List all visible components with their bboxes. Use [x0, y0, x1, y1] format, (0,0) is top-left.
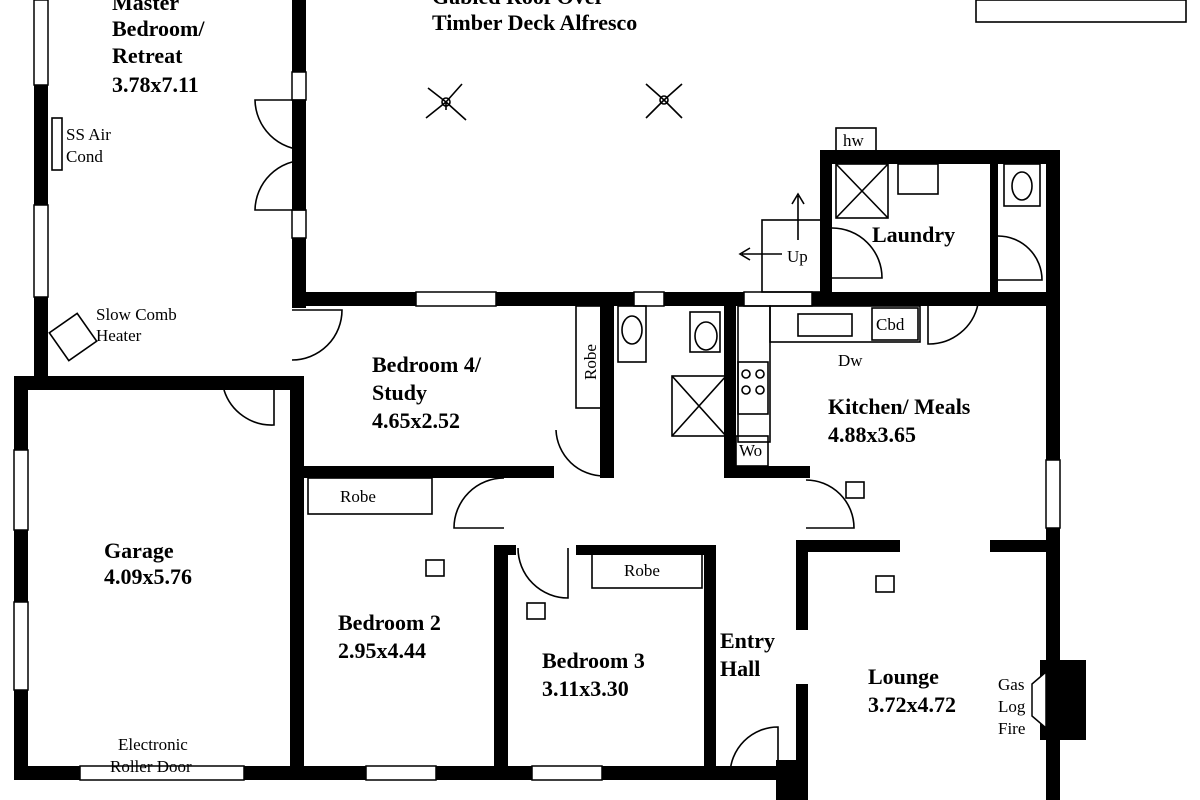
hw-label: hw: [843, 131, 865, 150]
ensuite-shower-icon: [671, 375, 727, 437]
kitchen-size: 4.88x3.65: [828, 422, 916, 447]
gas-fire-label-2: Log: [998, 697, 1026, 716]
robe-bed2-label: Robe: [340, 487, 376, 506]
ceiling-fan-icon: [645, 83, 683, 119]
ceiling-fan-icon: [425, 83, 467, 121]
doors: [223, 99, 1043, 776]
entry-name-2: Hall: [720, 656, 760, 681]
laundry-name: Laundry: [872, 222, 955, 247]
fixture-labels: SS Air Cond Slow Comb Heater Robe Robe R…: [66, 125, 1026, 776]
robe-bed3: [591, 551, 703, 589]
toilet-icon: [1003, 163, 1041, 207]
fixtures: [48, 0, 1187, 740]
lounge-name: Lounge: [868, 664, 939, 689]
ss-air-label-2: Cond: [66, 147, 103, 166]
heater-label-2: Heater: [96, 326, 142, 345]
alfresco-name-1: Gabled Roof Over: [432, 0, 605, 9]
entry-name-1: Entry: [720, 628, 775, 653]
master-name-3: Retreat: [112, 43, 183, 68]
robe-bed3-label: Robe: [624, 561, 660, 580]
ss-air-label-1: SS Air: [66, 125, 111, 144]
garage-size: 4.09x5.76: [104, 564, 192, 589]
cbd-label: Cbd: [876, 315, 905, 334]
dw-label: Dw: [838, 351, 863, 370]
up-label: Up: [787, 247, 808, 266]
bedroom3-size: 3.11x3.30: [542, 676, 629, 701]
bedroom2-name: Bedroom 2: [338, 610, 441, 635]
bedroom3-name: Bedroom 3: [542, 648, 645, 673]
laundry-tub-icon: [897, 163, 939, 195]
smoke-detector-icons: [425, 481, 895, 620]
kitchen-sink-icon: [797, 313, 853, 337]
heater-label-1: Slow Comb: [96, 305, 177, 324]
wc-toilet-icon: [689, 311, 721, 353]
bedroom4-name-1: Bedroom 4/: [372, 352, 482, 377]
bedroom4-name-2: Study: [372, 380, 427, 405]
alfresco-name-2: Timber Deck Alfresco: [432, 10, 637, 35]
lounge-size: 3.72x4.72: [868, 692, 956, 717]
bedroom2-size: 2.95x4.44: [338, 638, 426, 663]
windows: [13, 0, 1061, 781]
wall-oven: [735, 435, 769, 467]
gas-fire-label-3: Fire: [998, 719, 1025, 738]
air-cond-icon: [51, 117, 63, 171]
kitchen-name: Kitchen/ Meals: [828, 394, 971, 419]
roller-door-label-1: Electronic: [118, 735, 188, 754]
robe-bed4-label: Robe: [581, 344, 600, 380]
garage-name: Garage: [104, 538, 174, 563]
hot-water-unit: [835, 127, 877, 153]
master-size: 3.78x7.11: [112, 72, 199, 97]
room-labels: Master Bedroom/ Retreat 3.78x7.11 Gabled…: [104, 0, 971, 717]
gas-fire-label-1: Gas: [998, 675, 1024, 694]
cupboard: [871, 307, 919, 341]
wo-label: Wo: [739, 441, 762, 460]
basin-icon: [617, 305, 647, 363]
roller-door-label-2: Roller Door: [110, 757, 192, 776]
master-name-2: Bedroom/: [112, 16, 205, 41]
heater-icon: [48, 312, 98, 362]
stair-landing: [761, 219, 831, 293]
cooktop-icon: [737, 361, 769, 415]
robe-bed2: [307, 477, 433, 515]
robe-bed4: [575, 305, 603, 409]
master-name-1: Master: [112, 0, 179, 15]
shower-icon: [835, 163, 889, 219]
fireplace-icon: [1040, 660, 1086, 740]
bedroom4-size: 4.65x2.52: [372, 408, 460, 433]
